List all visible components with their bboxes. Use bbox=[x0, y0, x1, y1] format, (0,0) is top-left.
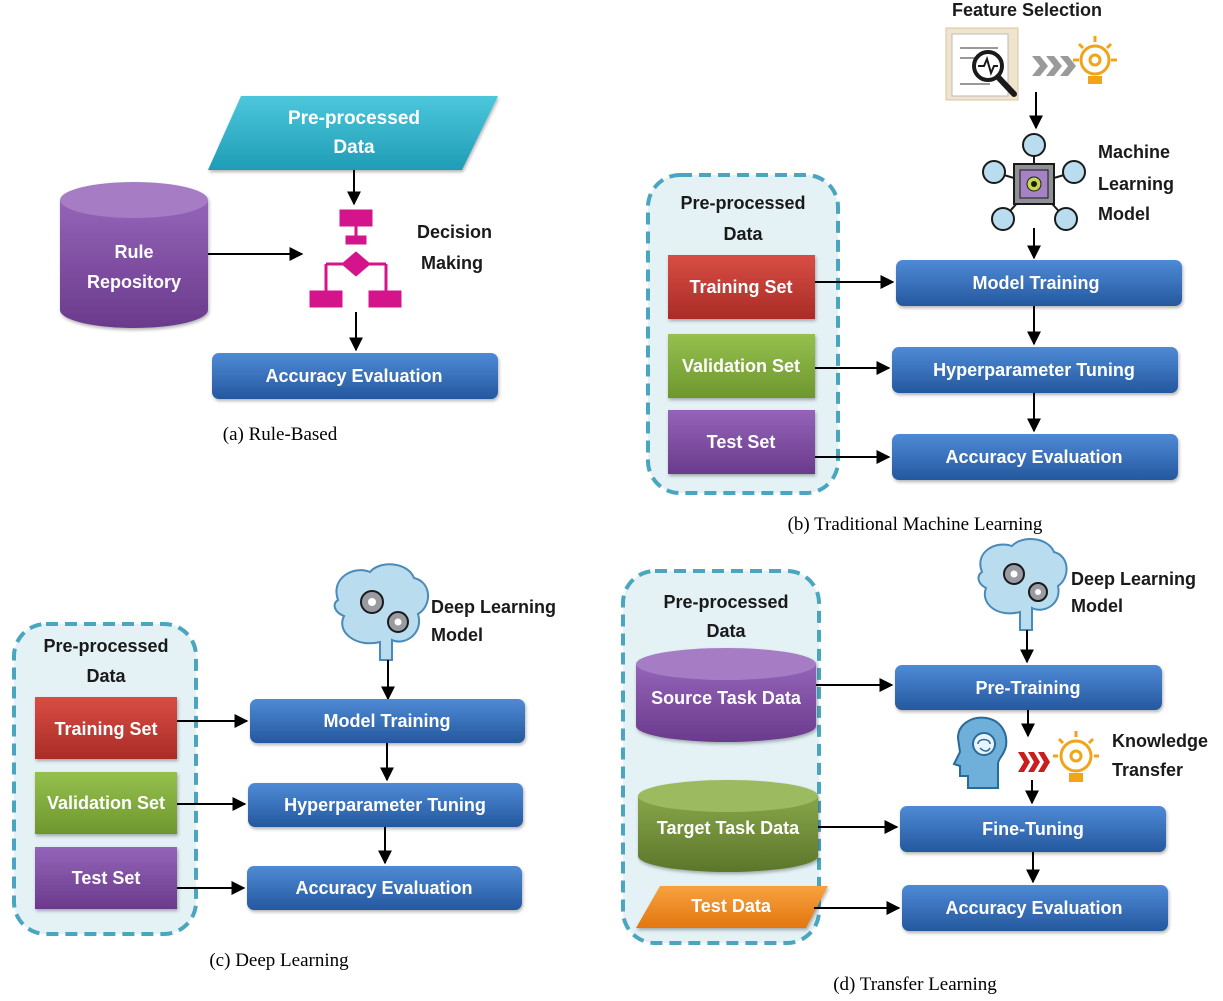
ml-model-label-line1: Machine bbox=[1098, 142, 1170, 162]
decision-label-line1: Decision bbox=[417, 222, 492, 242]
input-parallelogram bbox=[208, 96, 498, 170]
test-set-label: Test Set bbox=[72, 868, 141, 888]
finetuning-label: Fine-Tuning bbox=[982, 819, 1084, 839]
transfer-label-line1: Knowledge bbox=[1112, 731, 1208, 751]
brain-gears-icon bbox=[333, 563, 429, 661]
transfer-label-line2: Transfer bbox=[1112, 760, 1183, 780]
ml-model-label-line3: Model bbox=[1098, 204, 1150, 224]
rule-repository-cylinder bbox=[60, 182, 208, 328]
input-label-line2: Data bbox=[333, 137, 375, 158]
hyperparameter-label: Hyperparameter Tuning bbox=[284, 795, 486, 815]
data-label-line2: Data bbox=[706, 621, 746, 641]
panel-c-deep-learning: Deep Learning Model Pre-processed Data T… bbox=[12, 563, 556, 971]
model-training-label: Model Training bbox=[323, 711, 450, 731]
ml-model-label-line2: Learning bbox=[1098, 174, 1174, 194]
validation-set-label: Validation Set bbox=[47, 793, 165, 813]
dl-model-label-line1: Deep Learning bbox=[431, 597, 556, 617]
feature-selection-label: Feature Selection bbox=[952, 0, 1102, 20]
accuracy-label: Accuracy Evaluation bbox=[945, 447, 1122, 467]
target-task-cylinder bbox=[638, 780, 818, 872]
accuracy-box bbox=[247, 866, 522, 910]
model-training-box bbox=[250, 699, 525, 743]
caption-a: (a) Rule-Based bbox=[223, 424, 338, 445]
data-label-line1: Pre-processed bbox=[663, 592, 788, 612]
eval-box bbox=[212, 353, 498, 399]
test-data-parallelogram bbox=[636, 886, 828, 928]
knowledge-transfer-icon bbox=[952, 716, 1099, 789]
training-set-label: Training Set bbox=[54, 719, 157, 739]
accuracy-label: Accuracy Evaluation bbox=[945, 898, 1122, 918]
decision-flowchart-icon bbox=[309, 209, 402, 308]
source-task-label: Source Task Data bbox=[651, 688, 802, 708]
validation-set-box bbox=[35, 772, 177, 834]
pretraining-box bbox=[895, 665, 1162, 710]
caption-c: (c) Deep Learning bbox=[209, 950, 349, 971]
panel-d-transfer-learning: Deep Learning Model Pre-processed Data S… bbox=[621, 538, 1208, 995]
model-training-label: Model Training bbox=[972, 273, 1099, 293]
decision-label-line2: Making bbox=[421, 253, 483, 273]
data-label-line1: Pre-processed bbox=[680, 193, 805, 213]
accuracy-box bbox=[902, 885, 1168, 931]
brain-gears-icon bbox=[977, 538, 1068, 631]
data-label-line2: Data bbox=[723, 224, 763, 244]
model-training-box bbox=[896, 260, 1182, 306]
validation-set-label: Validation Set bbox=[682, 356, 800, 376]
eval-label: Accuracy Evaluation bbox=[265, 366, 442, 386]
feature-selection-icon bbox=[945, 27, 1117, 101]
dl-model-label-line2: Model bbox=[431, 625, 483, 645]
accuracy-label: Accuracy Evaluation bbox=[295, 878, 472, 898]
test-set-box bbox=[35, 847, 177, 909]
finetuning-box bbox=[900, 806, 1166, 852]
repo-label-line2: Repository bbox=[87, 272, 181, 292]
panel-b-traditional-ml: Feature Selection bbox=[646, 0, 1182, 535]
hyperparameter-box bbox=[892, 347, 1178, 393]
panel-a-rule-based: Pre-processed Data Rule Repository Decis… bbox=[60, 96, 498, 445]
source-task-cylinder bbox=[636, 648, 816, 742]
hyperparameter-box bbox=[248, 783, 523, 827]
dl-model-label-line2: Model bbox=[1071, 596, 1123, 616]
target-task-label: Target Task Data bbox=[657, 818, 800, 838]
training-set-box bbox=[668, 255, 815, 319]
training-set-box bbox=[35, 697, 177, 759]
caption-b: (b) Traditional Machine Learning bbox=[788, 514, 1043, 535]
hyperparameter-label: Hyperparameter Tuning bbox=[933, 360, 1135, 380]
input-label-line1: Pre-processed bbox=[288, 108, 420, 129]
test-set-label: Test Set bbox=[707, 432, 776, 452]
data-label-line2: Data bbox=[86, 666, 126, 686]
repo-label-line1: Rule bbox=[114, 242, 153, 262]
dl-model-label-line1: Deep Learning bbox=[1071, 569, 1196, 589]
validation-set-box bbox=[668, 334, 815, 398]
data-label-line1: Pre-processed bbox=[43, 636, 168, 656]
test-set-box bbox=[668, 410, 815, 474]
ml-model-chip-icon bbox=[982, 133, 1086, 231]
caption-d: (d) Transfer Learning bbox=[833, 974, 997, 995]
pretraining-label: Pre-Training bbox=[975, 678, 1080, 698]
training-set-label: Training Set bbox=[689, 277, 792, 297]
accuracy-box bbox=[892, 434, 1178, 480]
test-data-label: Test Data bbox=[691, 896, 772, 916]
